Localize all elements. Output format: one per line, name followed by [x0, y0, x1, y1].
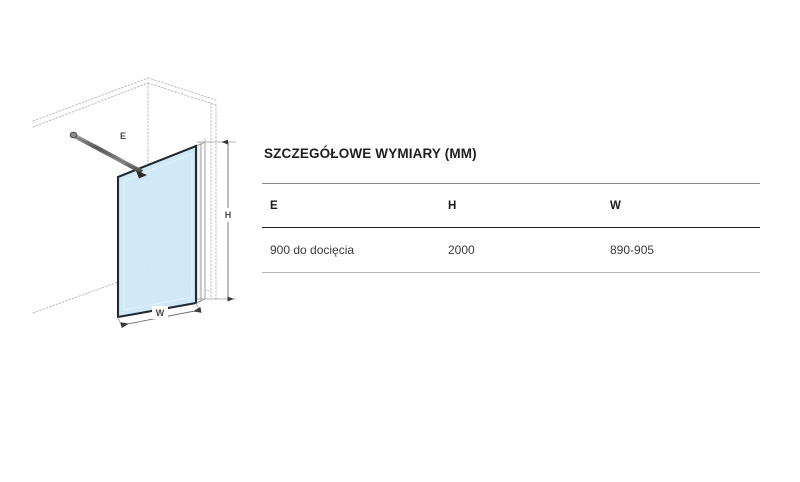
- dimension-label-h: H: [225, 210, 232, 220]
- glass-panel: [116, 144, 198, 319]
- dimensions-table: E H W 900 do docięcia 2000 890-905: [262, 183, 760, 273]
- cell-e: 900 do docięcia: [270, 243, 355, 257]
- wall-profile: [195, 141, 206, 304]
- table-header-row: E H W: [262, 183, 760, 228]
- column-header-h: H: [448, 200, 457, 212]
- dimension-w: W: [117, 302, 202, 329]
- cell-h: 2000: [448, 243, 475, 257]
- shower-screen-drawing: E H W: [32, 77, 236, 329]
- stabilizer-bar: [69, 131, 147, 179]
- column-header-e: E: [270, 200, 278, 212]
- specifications-panel: SZCZEGÓŁOWE WYMIARY (MM) E H W 900 do do…: [262, 146, 762, 273]
- dimension-h: H: [197, 139, 236, 302]
- technical-drawing-panel: E H W: [0, 0, 255, 482]
- specs-title: SZCZEGÓŁOWE WYMIARY (MM): [264, 146, 477, 161]
- column-header-w: W: [610, 200, 621, 212]
- cell-w: 890-905: [610, 243, 655, 257]
- dimension-label-e: E: [120, 131, 126, 141]
- dimension-label-w: W: [156, 308, 165, 318]
- table-row: 900 do docięcia 2000 890-905: [262, 228, 760, 273]
